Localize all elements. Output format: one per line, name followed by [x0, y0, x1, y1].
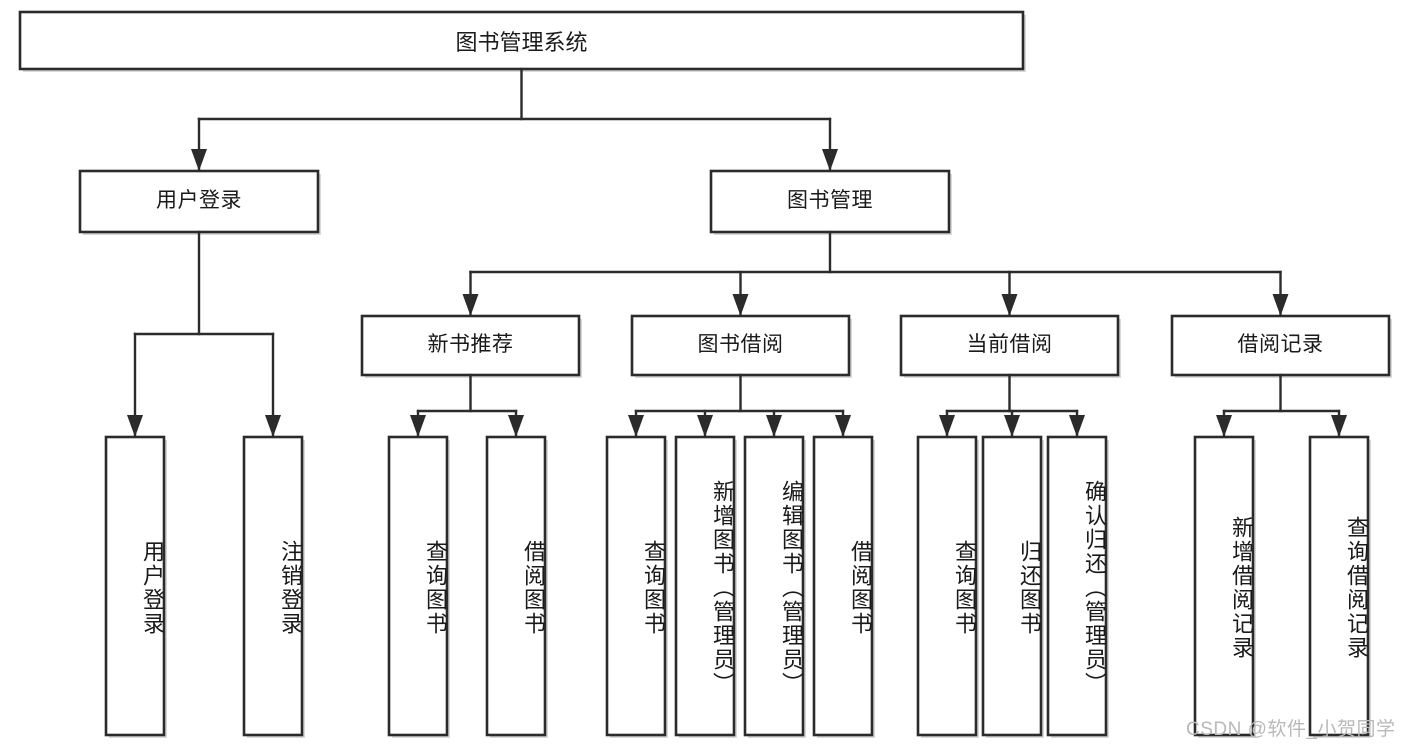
- arrow-icon-new-book-recommend-1: [508, 415, 524, 437]
- arrow-icon-book-borrow-2: [766, 415, 782, 437]
- node-box-new-book-recommend[interactable]: [360, 314, 581, 377]
- arrow-icon-current-borrow-0: [939, 415, 955, 437]
- arrow-icon-new-book-recommend-0: [410, 415, 426, 437]
- arrow-icon-user-login-1: [265, 415, 281, 437]
- node-box-current-borrow[interactable]: [899, 314, 1120, 377]
- watermark-text: CSDN @软件_小贺同学: [1186, 719, 1396, 740]
- node-box-leaf-add-borrow-record[interactable]: [1193, 435, 1255, 737]
- node-box-leaf-query-book-current[interactable]: [916, 435, 978, 737]
- arrow-icon-root-0: [191, 149, 207, 171]
- arrow-icon-book-manage-3: [1272, 294, 1289, 316]
- node-box-book-manage[interactable]: [709, 169, 951, 234]
- node-box-book-borrow[interactable]: [630, 314, 851, 377]
- arrow-icon-root-1: [822, 149, 838, 171]
- node-box-leaf-query-borrow-record[interactable]: [1308, 435, 1370, 737]
- node-box-leaf-add-book-admin[interactable]: [674, 435, 736, 737]
- node-box-leaf-user-login[interactable]: [104, 435, 166, 737]
- node-box-leaf-return-book[interactable]: [981, 435, 1043, 737]
- node-box-leaf-borrow-book-recommend[interactable]: [485, 435, 547, 737]
- arrow-icon-book-manage-1: [732, 294, 749, 316]
- node-box-leaf-borrow-book[interactable]: [812, 435, 874, 737]
- arrow-icon-book-manage-2: [1001, 294, 1018, 316]
- node-box-leaf-logout[interactable]: [242, 435, 304, 737]
- node-box-user-login[interactable]: [78, 169, 320, 234]
- arrow-icon-book-borrow-3: [835, 415, 851, 437]
- node-box-root[interactable]: [18, 10, 1025, 71]
- arrow-icon-book-borrow-1: [697, 415, 713, 437]
- arrow-icon-current-borrow-2: [1069, 415, 1085, 437]
- arrow-icon-borrow-record-0: [1216, 415, 1232, 437]
- node-box-leaf-query-book-borrow[interactable]: [605, 435, 667, 737]
- arrow-icon-current-borrow-1: [1004, 415, 1020, 437]
- node-box-leaf-edit-book-admin[interactable]: [743, 435, 805, 737]
- arrow-icon-user-login-0: [127, 415, 143, 437]
- node-box-leaf-query-book-recommend[interactable]: [387, 435, 449, 737]
- arrow-icon-book-manage-0: [462, 294, 479, 316]
- arrow-icon-book-borrow-0: [628, 415, 644, 437]
- node-box-leaf-confirm-return-admin[interactable]: [1046, 435, 1108, 737]
- arrow-icon-borrow-record-1: [1331, 415, 1347, 437]
- node-box-borrow-record[interactable]: [1170, 314, 1391, 377]
